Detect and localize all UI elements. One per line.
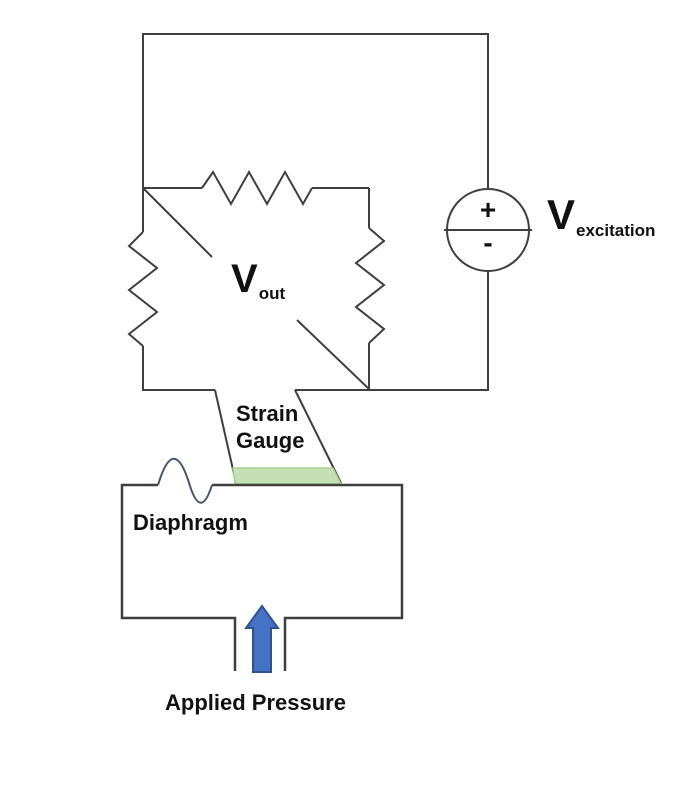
source-minus-label: - bbox=[483, 227, 493, 258]
v-out-main: V bbox=[231, 257, 258, 301]
diaphragm-label: Diaphragm bbox=[133, 510, 248, 535]
v-excitation-main: V bbox=[547, 191, 576, 238]
right-resistor bbox=[354, 227, 386, 344]
top-resistor bbox=[201, 169, 313, 207]
strain-gauge-label-line1: Strain bbox=[236, 401, 299, 426]
applied-pressure-arrow-icon bbox=[244, 604, 280, 673]
diaphragm-wave-icon bbox=[157, 457, 213, 504]
v-excitation-sub: excitation bbox=[576, 221, 656, 240]
strain-gauge-strip bbox=[232, 467, 343, 485]
v-excitation-label: Vexcitation bbox=[547, 191, 655, 240]
diaphragm-outline-left bbox=[120, 483, 237, 671]
source-plus-label: + bbox=[479, 194, 497, 225]
strain-gauge-label-line2: Gauge bbox=[236, 428, 305, 453]
left-resistor bbox=[127, 231, 159, 347]
applied-pressure-label: Applied Pressure bbox=[165, 690, 346, 715]
bridge-diagonal-lower bbox=[296, 319, 370, 390]
bridge-diagonal-upper bbox=[143, 188, 213, 258]
diaphragm-outline-right bbox=[212, 483, 404, 671]
v-out-label: Vout bbox=[231, 257, 285, 302]
v-out-sub: out bbox=[258, 284, 286, 303]
strain-gauge-label: Strain Gauge bbox=[236, 400, 304, 454]
